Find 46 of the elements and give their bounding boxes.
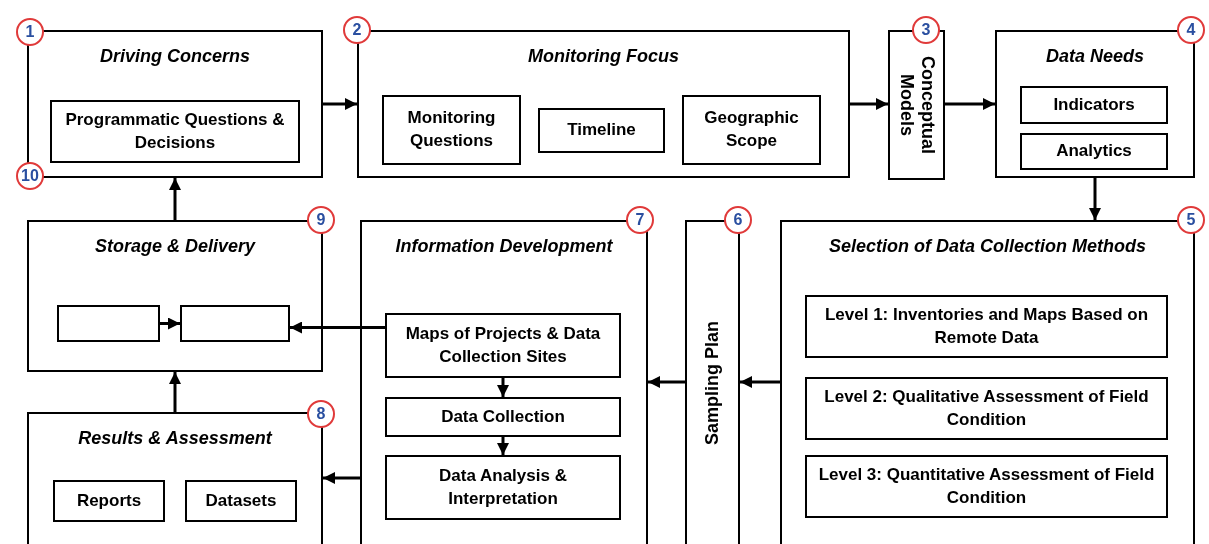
- process-box: Reports: [53, 480, 165, 522]
- callout-number: 5: [1177, 206, 1205, 234]
- process-box: Level 1: Inventories and Maps Based on Remote Data: [805, 295, 1168, 358]
- arrow: [850, 98, 888, 110]
- process-box: Analytics: [1020, 133, 1168, 170]
- arrow: [740, 376, 780, 388]
- arrow: [323, 98, 357, 110]
- callout-number: 10: [16, 162, 44, 190]
- process-box: Programmatic Questions & Decisions: [50, 100, 300, 163]
- arrow: [1089, 178, 1101, 220]
- group-title: Monitoring Focus: [527, 46, 680, 67]
- group-title: Storage & Delivery: [93, 236, 257, 257]
- callout-number: 3: [912, 16, 940, 44]
- process-box: Data Analysis & Interpretation: [385, 455, 621, 520]
- callout-number: 2: [343, 16, 371, 44]
- arrow: [648, 376, 685, 388]
- callout-number: 4: [1177, 16, 1205, 44]
- process-box: Maps of Projects & Data Collection Sites: [385, 313, 621, 378]
- callout-number: 7: [626, 206, 654, 234]
- group-title: Results & Assessment: [77, 428, 274, 449]
- process-box: Level 3: Quantitative Assessment of Field Condition: [805, 455, 1168, 518]
- group-title: Driving Concerns: [99, 46, 251, 67]
- arrow: [169, 178, 181, 220]
- process-box: Monitoring Questions: [382, 95, 521, 165]
- callout-number: 9: [307, 206, 335, 234]
- arrow: [323, 472, 360, 484]
- group-title: Data Needs: [1044, 46, 1145, 67]
- process-box: Indicators: [1020, 86, 1168, 124]
- callout-number: 1: [16, 18, 44, 46]
- arrow: [497, 437, 509, 455]
- group-title: Selection of Data Collection Methods: [828, 236, 1147, 257]
- empty-box: [57, 305, 160, 342]
- process-box: Timeline: [538, 108, 665, 153]
- process-box: Level 2: Qualitative Assessment of Field Condition: [805, 377, 1168, 440]
- group-title: Information Development: [394, 236, 614, 257]
- callout-number: 8: [307, 400, 335, 428]
- arrow: [160, 317, 180, 330]
- process-box: Geographic Scope: [682, 95, 821, 165]
- callout-number: 6: [724, 206, 752, 234]
- arrow: [169, 372, 181, 412]
- empty-box: [180, 305, 290, 342]
- arrow: [290, 321, 385, 334]
- arrow: [497, 378, 509, 397]
- process-box: Data Collection: [385, 397, 621, 437]
- arrow: [945, 98, 995, 110]
- process-box: Datasets: [185, 480, 297, 522]
